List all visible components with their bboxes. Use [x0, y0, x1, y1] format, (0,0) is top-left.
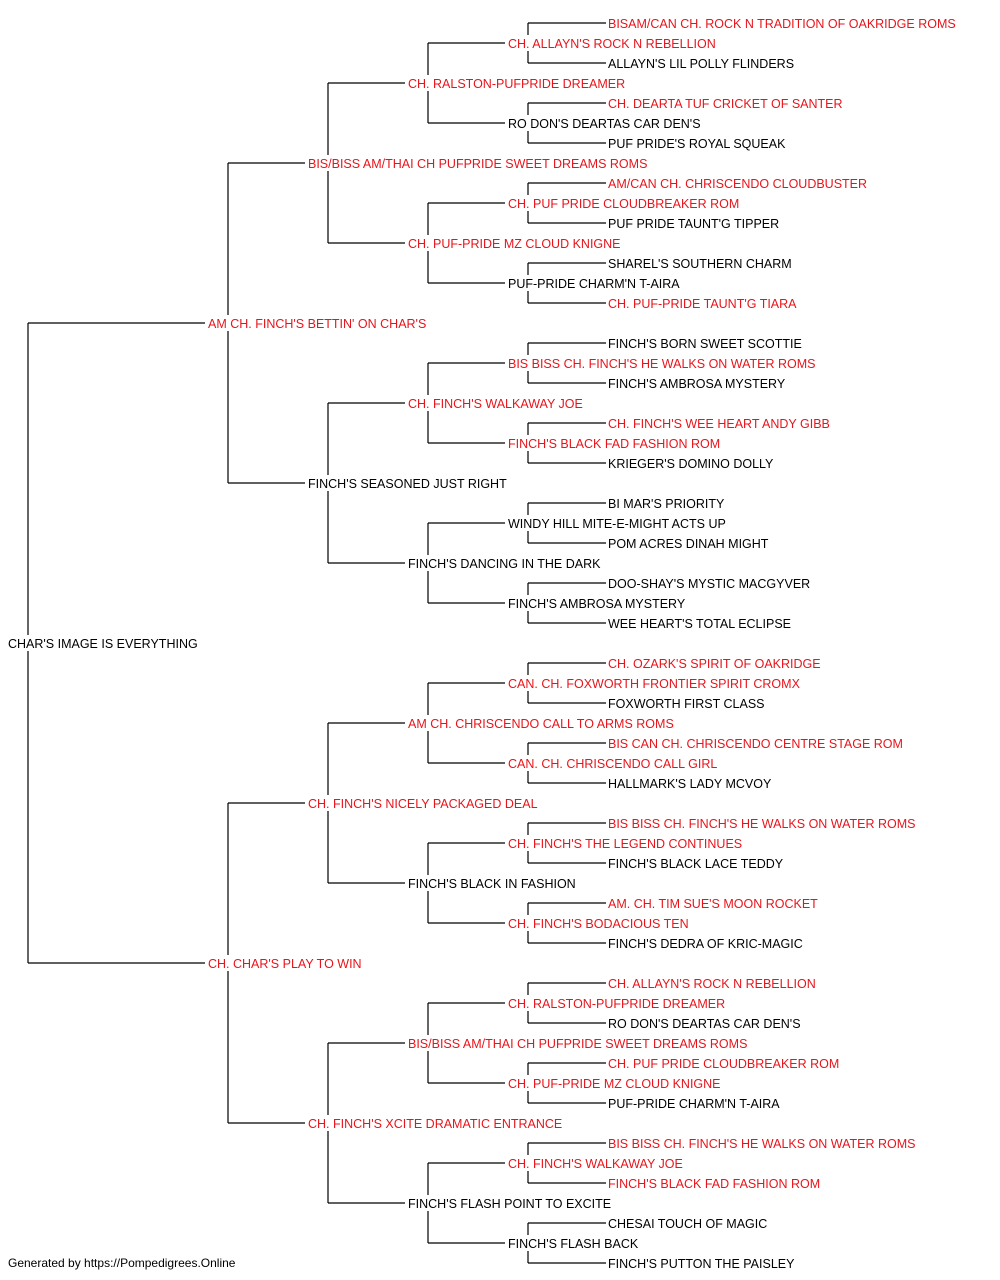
ancestor-name-gen4[interactable]: BIS BISS CH. FINCH'S HE WALKS ON WATER R…: [508, 357, 816, 371]
ancestor-name-gen5[interactable]: PUF PRIDE'S ROYAL SQUEAK: [608, 137, 786, 151]
ancestor-name-gen2[interactable]: CH. FINCH'S XCITE DRAMATIC ENTRANCE: [308, 1117, 562, 1131]
ancestor-name-gen4[interactable]: CH. FINCH'S BODACIOUS TEN: [508, 917, 689, 931]
ancestor-name-gen4[interactable]: RO DON'S DEARTAS CAR DEN'S: [508, 117, 701, 131]
ancestor-name-gen3[interactable]: CH. FINCH'S WALKAWAY JOE: [408, 397, 583, 411]
ancestor-name-gen4[interactable]: PUF-PRIDE CHARM'N T-AIRA: [508, 277, 680, 291]
ancestor-name-gen4[interactable]: CH. PUF-PRIDE MZ CLOUD KNIGNE: [508, 1077, 721, 1091]
ancestor-name-gen5[interactable]: FINCH'S AMBROSA MYSTERY: [608, 377, 786, 391]
ancestor-name-gen5[interactable]: ALLAYN'S LIL POLLY FLINDERS: [608, 57, 794, 71]
ancestor-name-gen4[interactable]: CAN. CH. FOXWORTH FRONTIER SPIRIT CROMX: [508, 677, 801, 691]
ancestor-name-gen4[interactable]: CH. RALSTON-PUFPRIDE DREAMER: [508, 997, 725, 1011]
ancestor-name-gen3[interactable]: CH. RALSTON-PUFPRIDE DREAMER: [408, 77, 625, 91]
ancestor-name-gen5[interactable]: FINCH'S DEDRA OF KRIC-MAGIC: [608, 937, 803, 951]
ancestor-name-gen5[interactable]: KRIEGER'S DOMINO DOLLY: [608, 457, 774, 471]
ancestor-name-gen4[interactable]: CH. ALLAYN'S ROCK N REBELLION: [508, 37, 716, 51]
ancestor-name-gen5[interactable]: FINCH'S BORN SWEET SCOTTIE: [608, 337, 802, 351]
ancestor-name-gen4[interactable]: CAN. CH. CHRISCENDO CALL GIRL: [508, 757, 717, 771]
ancestor-name-gen5[interactable]: CH. OZARK'S SPIRIT OF OAKRIDGE: [608, 657, 821, 671]
ancestor-name-gen5[interactable]: BISAM/CAN CH. ROCK N TRADITION OF OAKRID…: [608, 17, 956, 31]
ancestor-name-gen4[interactable]: CH. FINCH'S WALKAWAY JOE: [508, 1157, 683, 1171]
ancestor-name-gen4[interactable]: CH. PUF PRIDE CLOUDBREAKER ROM: [508, 197, 739, 211]
ancestor-name-gen5[interactable]: BIS BISS CH. FINCH'S HE WALKS ON WATER R…: [608, 817, 916, 831]
ancestor-name-gen5[interactable]: CH. PUF PRIDE CLOUDBREAKER ROM: [608, 1057, 839, 1071]
ancestor-name-gen2[interactable]: CH. FINCH'S NICELY PACKAGED DEAL: [308, 797, 538, 811]
ancestor-name-gen5[interactable]: RO DON'S DEARTAS CAR DEN'S: [608, 1017, 801, 1031]
ancestor-name-gen3[interactable]: AM CH. CHRISCENDO CALL TO ARMS ROMS: [408, 717, 674, 731]
ancestor-name-gen3[interactable]: FINCH'S FLASH POINT TO EXCITE: [408, 1197, 611, 1211]
footer-credit: Generated by https://Pompedigrees.Online: [8, 1256, 236, 1270]
ancestor-name-gen5[interactable]: WEE HEART'S TOTAL ECLIPSE: [608, 617, 791, 631]
ancestor-name-gen3[interactable]: FINCH'S BLACK IN FASHION: [408, 877, 576, 891]
ancestor-name-gen5[interactable]: PUF-PRIDE CHARM'N T-AIRA: [608, 1097, 780, 1111]
ancestor-name-gen5[interactable]: POM ACRES DINAH MIGHT: [608, 537, 769, 551]
ancestor-name-gen4[interactable]: CH. FINCH'S THE LEGEND CONTINUES: [508, 837, 742, 851]
ancestor-name-gen1[interactable]: CH. CHAR'S PLAY TO WIN: [208, 957, 362, 971]
ancestor-name-gen3[interactable]: CH. PUF-PRIDE MZ CLOUD KNIGNE: [408, 237, 621, 251]
ancestor-name-gen5[interactable]: AM. CH. TIM SUE'S MOON ROCKET: [608, 897, 818, 911]
ancestor-name-gen4[interactable]: FINCH'S AMBROSA MYSTERY: [508, 597, 686, 611]
ancestor-name-gen4[interactable]: FINCH'S FLASH BACK: [508, 1237, 639, 1251]
ancestor-name-gen5[interactable]: DOO-SHAY'S MYSTIC MACGYVER: [608, 577, 810, 591]
ancestor-name-gen3[interactable]: FINCH'S DANCING IN THE DARK: [408, 557, 601, 571]
ancestor-name-gen5[interactable]: FINCH'S PUTTON THE PAISLEY: [608, 1257, 795, 1271]
ancestor-name-gen5[interactable]: CHESAI TOUCH OF MAGIC: [608, 1217, 767, 1231]
ancestor-name-gen1[interactable]: AM CH. FINCH'S BETTIN' ON CHAR'S: [208, 317, 426, 331]
ancestor-name-gen5[interactable]: HALLMARK'S LADY MCVOY: [608, 777, 772, 791]
ancestor-name-gen2[interactable]: FINCH'S SEASONED JUST RIGHT: [308, 477, 507, 491]
ancestor-name-gen5[interactable]: FINCH'S BLACK LACE TEDDY: [608, 857, 784, 871]
ancestor-name-gen4[interactable]: WINDY HILL MITE-E-MIGHT ACTS UP: [508, 517, 726, 531]
ancestor-name-gen5[interactable]: AM/CAN CH. CHRISCENDO CLOUDBUSTER: [608, 177, 867, 191]
ancestor-name-gen5[interactable]: BIS BISS CH. FINCH'S HE WALKS ON WATER R…: [608, 1137, 916, 1151]
ancestor-name-gen4[interactable]: FINCH'S BLACK FAD FASHION ROM: [508, 437, 720, 451]
ancestor-name-gen5[interactable]: BIS CAN CH. CHRISCENDO CENTRE STAGE ROM: [608, 737, 903, 751]
ancestor-name-gen5[interactable]: CH. ALLAYN'S ROCK N REBELLION: [608, 977, 816, 991]
ancestor-name-gen5[interactable]: CH. DEARTA TUF CRICKET OF SANTER: [608, 97, 843, 111]
subject-dog-name[interactable]: CHAR'S IMAGE IS EVERYTHING: [8, 637, 198, 651]
ancestor-name-gen5[interactable]: CH. PUF-PRIDE TAUNT'G TIARA: [608, 297, 797, 311]
ancestor-name-gen5[interactable]: PUF PRIDE TAUNT'G TIPPER: [608, 217, 779, 231]
ancestor-name-gen3[interactable]: BIS/BISS AM/THAI CH PUFPRIDE SWEET DREAM…: [408, 1037, 747, 1051]
ancestor-name-gen5[interactable]: BI MAR'S PRIORITY: [608, 497, 725, 511]
ancestor-name-gen5[interactable]: SHAREL'S SOUTHERN CHARM: [608, 257, 792, 271]
ancestor-name-gen5[interactable]: FINCH'S BLACK FAD FASHION ROM: [608, 1177, 820, 1191]
ancestor-name-gen5[interactable]: CH. FINCH'S WEE HEART ANDY GIBB: [608, 417, 830, 431]
ancestor-name-gen5[interactable]: FOXWORTH FIRST CLASS: [608, 697, 765, 711]
ancestor-name-gen2[interactable]: BIS/BISS AM/THAI CH PUFPRIDE SWEET DREAM…: [308, 157, 647, 171]
